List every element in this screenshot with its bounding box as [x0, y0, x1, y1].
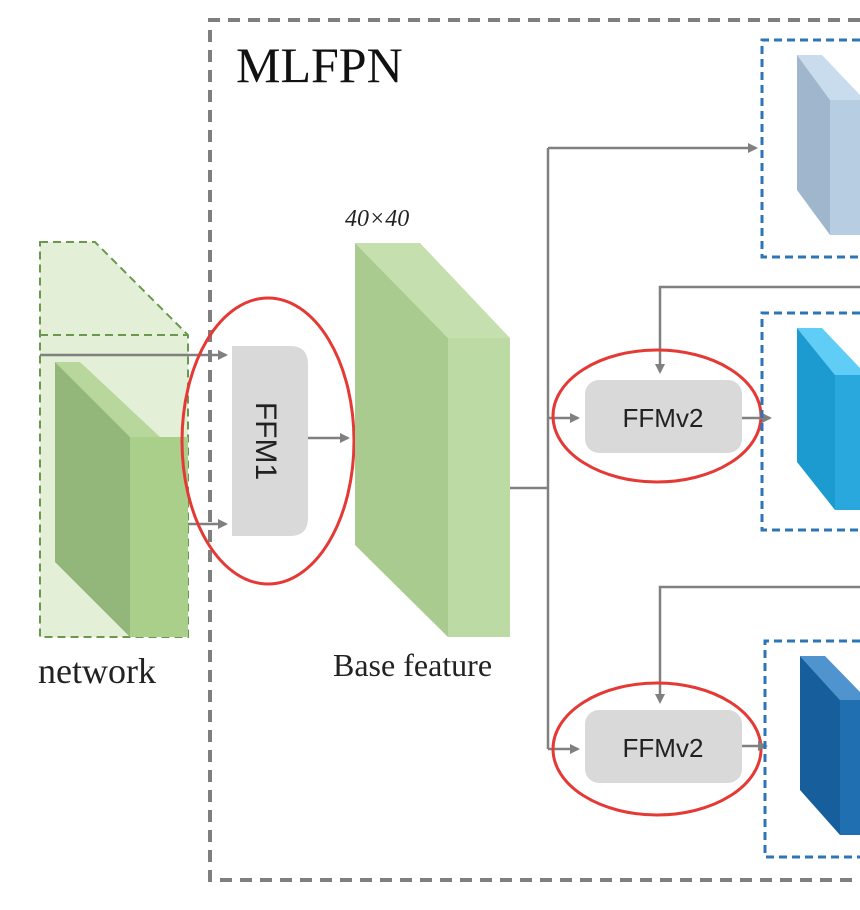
ffm1-module: [232, 346, 308, 536]
base-feature-label: Base feature: [333, 647, 492, 683]
backbone-cube-left: [55, 362, 130, 637]
feedback-to-ffmv2-bottom: [655, 585, 860, 704]
tum-block-bottom-frame: [763, 639, 860, 859]
base-feature-cube: [355, 243, 510, 637]
tum-block-bottom: [763, 639, 860, 859]
ffmv2-bottom-label: FFMv2: [623, 733, 704, 763]
backbone-block: [39, 241, 189, 638]
ffmv2-bottom-module: [585, 710, 742, 783]
base-cube-top: [355, 243, 510, 338]
tum-block-top-cube-front: [830, 100, 860, 235]
tum-block-bottom-cube-side: [800, 656, 840, 835]
tum-block-bottom-cube-top: [800, 656, 860, 700]
tum-block-middle-frame: [760, 311, 860, 532]
tum-block-middle-cube-top: [797, 328, 860, 375]
tum-block-middle-cube-side: [797, 328, 835, 510]
ffmv2-top-module: [585, 380, 742, 453]
ffm1-label: FFM1: [249, 402, 282, 480]
tum-block-middle-cube-front: [835, 375, 860, 510]
mlfpn-title: MLFPN: [236, 37, 403, 93]
backbone-cube-top: [55, 362, 160, 437]
tum-block-middle: [760, 311, 860, 532]
backbone-cube-front: [130, 437, 188, 637]
tum-block-top: [760, 38, 860, 259]
ffm1-highlight-ellipse: [180, 296, 356, 586]
mlfpn-frame: [208, 18, 860, 882]
base-cube-front: [448, 338, 510, 637]
feedback-to-ffmv2-top: [655, 285, 860, 374]
base-cube-left: [355, 243, 448, 637]
tum-block-top-cube-top: [797, 55, 860, 100]
tum-block-bottom-cube-front: [840, 700, 860, 835]
base-size-label: 40×40: [345, 206, 409, 232]
ffmv2-top-label: FFMv2: [623, 403, 704, 433]
tum-block-top-frame: [760, 38, 860, 259]
backbone-label: network: [38, 651, 156, 691]
tum-block-top-cube-side: [797, 55, 830, 235]
